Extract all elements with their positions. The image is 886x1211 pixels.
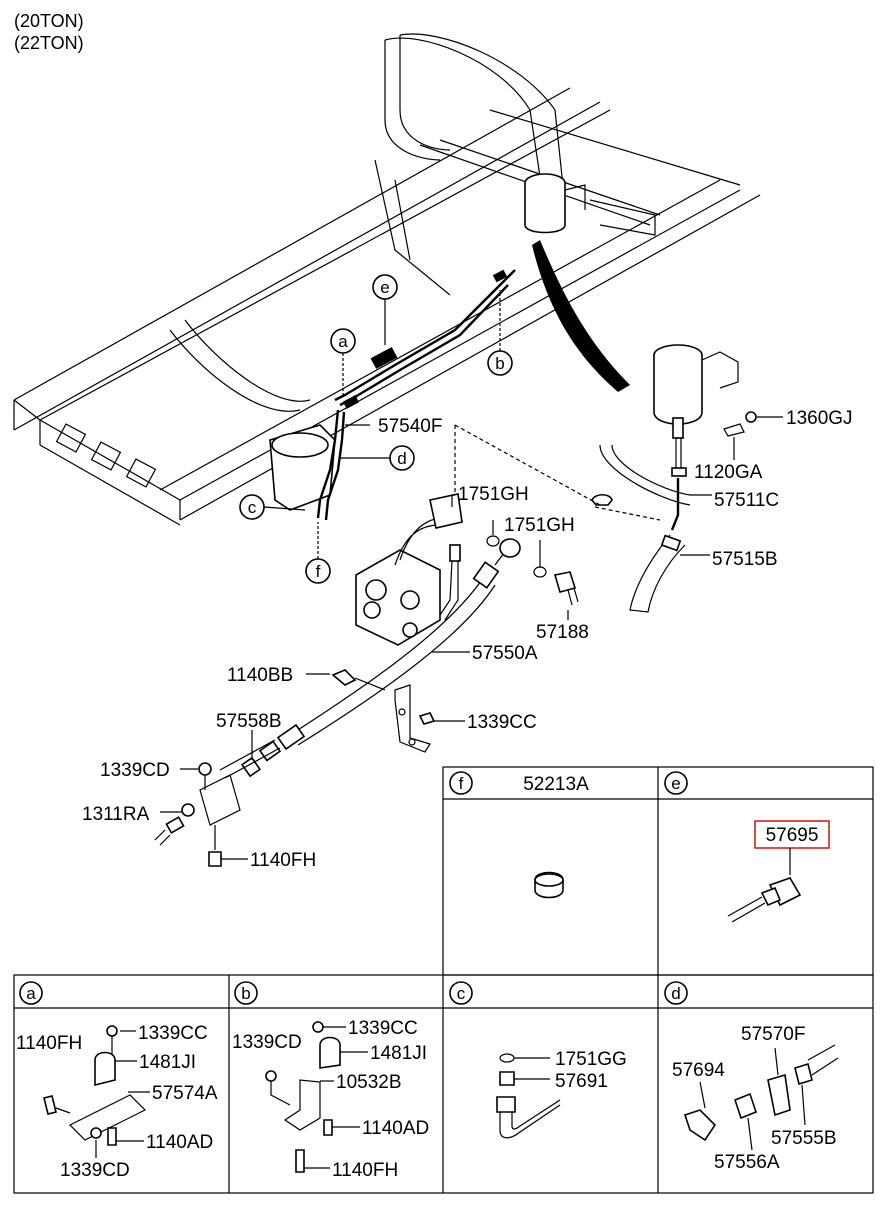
label-1751gh-1: 1751GH — [458, 484, 529, 505]
label-1311ra: 1311RA — [82, 804, 150, 825]
label-1339cc: 1339CC — [467, 712, 537, 733]
chassis-frame-illustration — [13, 33, 761, 526]
detail-panels-grid — [13, 766, 874, 1194]
callout-c-letter: c — [248, 498, 257, 517]
label-57550a: 57550A — [472, 643, 538, 664]
label-57511c: 57511C — [714, 490, 779, 511]
detail-panel-b: b 1339CD 1339CC 1481JI 10532B 1140AD 114… — [232, 981, 429, 1181]
bracket-illustration — [331, 669, 436, 753]
panel-b-label-3: 10532B — [336, 1072, 402, 1093]
detail-panel-c: c 1751GG 57691 — [449, 981, 627, 1139]
panel-e-part: 57695 — [766, 825, 819, 846]
callout-c: c — [239, 494, 306, 520]
panel-a-label-1: 1339CC — [138, 1023, 208, 1044]
detail-panel-e: e 57695 — [664, 771, 830, 923]
air-line-tubes — [316, 269, 516, 521]
lower-bracket-illustration — [154, 762, 241, 867]
panel-c-letter: c — [457, 984, 466, 1003]
panel-a-label-0: 1140FH — [16, 1033, 82, 1054]
label-1140bb: 1140BB — [227, 665, 293, 686]
panel-f-letter: f — [459, 774, 464, 793]
label-57540f: 57540F — [378, 416, 442, 437]
label-1120ga: 1120GA — [694, 462, 763, 483]
orings-illustration — [486, 535, 579, 606]
label-57188: 57188 — [536, 622, 589, 643]
callout-b-letter: b — [495, 354, 504, 373]
panel-a-label-2: 1481JI — [139, 1052, 196, 1073]
panel-b-label-5: 1140FH — [332, 1160, 398, 1181]
panel-a-letter: a — [26, 984, 36, 1003]
panel-b-letter: b — [241, 984, 250, 1003]
label-57515b: 57515B — [712, 549, 778, 570]
label-1751gh-2: 1751GH — [504, 515, 575, 536]
panel-a-label-3: 57574A — [152, 1083, 218, 1104]
panel-d-label-0: 57570F — [741, 1024, 805, 1045]
panel-c-label-1: 57691 — [555, 1071, 608, 1092]
dashed-leaders — [454, 424, 661, 521]
panel-a-label-5: 1339CD — [60, 1160, 130, 1181]
panel-d-label-3: 57556A — [714, 1152, 780, 1173]
panel-b-label-2: 1481JI — [370, 1043, 427, 1064]
callout-a-letter: a — [338, 332, 348, 351]
panel-c-label-0: 1751GG — [555, 1049, 627, 1070]
hose-57550a-illustration — [219, 538, 521, 779]
panel-f-title: 52213A — [523, 774, 589, 795]
panel-b-label-1: 1339CC — [348, 1018, 418, 1039]
callout-e: e — [372, 274, 398, 345]
model-label-20ton: (20TON) — [14, 11, 84, 31]
panel-a-label-4: 1140AD — [146, 1132, 213, 1153]
callout-a: a — [330, 328, 356, 395]
highlight-box — [754, 820, 830, 849]
callout-d: d — [340, 445, 415, 471]
panel-d-label-1: 57694 — [672, 1060, 725, 1081]
panel-b-label-0: 1339CD — [232, 1032, 302, 1053]
callout-b: b — [487, 290, 513, 376]
panel-e-letter: e — [671, 774, 680, 793]
callout-e-letter: e — [380, 278, 389, 297]
label-57558b: 57558B — [216, 711, 282, 732]
main-labels: 57540F 1751GH 1751GH 57188 57550A 1360GJ… — [82, 408, 853, 871]
label-1140fh: 1140FH — [250, 850, 316, 871]
callout-f-letter: f — [316, 562, 321, 581]
callout-d-letter: d — [397, 449, 406, 468]
panel-d-letter: d — [671, 984, 680, 1003]
detail-panel-a: a 1140FH 1339CC 1481JI 57574A 1140AD 133… — [16, 981, 218, 1181]
label-1339cd: 1339CD — [100, 760, 170, 781]
label-1360gj: 1360GJ — [786, 408, 853, 429]
dryer-detail-illustration — [591, 344, 757, 613]
model-label-22ton: (22TON) — [14, 33, 84, 53]
detail-panel-f: f 52213A — [449, 771, 589, 899]
panel-d-label-2: 57555B — [771, 1128, 837, 1149]
panel-b-label-4: 1140AD — [362, 1118, 429, 1139]
compressor-illustration — [355, 493, 463, 646]
callout-f: f — [305, 522, 331, 584]
detail-panel-d: d 57570F 57694 57555B 57556A — [664, 981, 839, 1173]
